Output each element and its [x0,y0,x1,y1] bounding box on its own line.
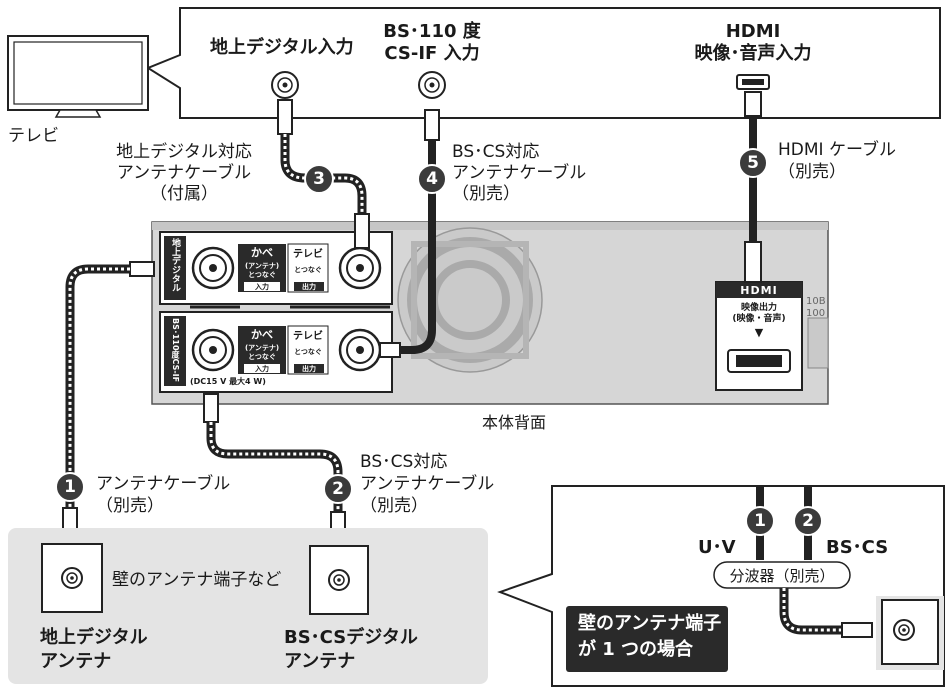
cable-1-label-2: （別売） [96,496,164,516]
recorder-wall-title-1: かべ [251,246,273,259]
cable-3-label-2: アンテナケーブル [116,163,252,183]
cable-5-label-2: （別売） [778,162,846,182]
cable-1-number: 1 [55,472,85,502]
tv-bs-input-label-1: BS･110 度 [383,21,481,42]
recorder-wall-title-2: かべ [251,328,273,341]
cable-5-label-1: HDMI ケーブル [778,140,896,160]
recorder-hdmi-out-label-1: 映像出力 [740,303,777,313]
tv-hdmi-input-label-2: 映像･音声入力 [694,43,812,64]
inset-splitter-cable [779,588,873,638]
recorder-tv-tag-2: 出力 [302,365,316,373]
inset-uv-label: U･V [698,537,736,558]
recorder-wall-sub2-2: とつなぐ [248,353,276,361]
cable-2-label-1: BS･CS対応 [360,452,448,472]
inset-wall-outlet [876,596,944,670]
wall-outlet-note: 壁のアンテナ端子など [112,570,282,590]
tv-label: テレビ [8,126,59,146]
inset-note-line-2: が 1 つの場合 [578,639,694,660]
cable-4-label-3: （別売） [452,184,520,204]
cable-3-number: 3 [304,164,334,194]
cable-2-label-2: アンテナケーブル [360,474,495,494]
cable-2-label-3: （別売） [360,496,428,516]
tv-icon [7,35,149,118]
recorder-wall-sub2-1: とつなぐ [248,271,276,279]
recorder-side-text-2: 100 [806,308,826,319]
recorder-hdmi-arrow: ▼ [754,326,764,339]
inset-note-line-1: 壁のアンテナ端子 [578,613,722,634]
recorder-power-note: (DC15 V 最大4 W) [190,377,266,386]
wall-bs-label-1: BS･CSデジタル [284,627,418,648]
recorder-wall-sub1-2: (アンテナ) [244,344,280,352]
tv-hdmi-jack [736,74,770,90]
recorder-wall-tag-1: 入力 [255,283,269,291]
splitter-label: 分波器（別売） [729,567,835,585]
cable-2 [203,393,346,549]
inset-cable-1-number: 1 [745,506,775,536]
recorder-back-label: 本体背面 [482,413,547,432]
recorder-hdmi-out-label-2: (映像・音声) [732,314,786,324]
tv-terrestrial-input-label: 地上デジタル入力 [210,37,354,58]
cable-2-number: 2 [323,474,353,504]
recorder-bs-side-label: BS･110度CS-IF [171,318,180,383]
recorder-tv-sub-1: とつなぐ [294,266,322,274]
inset-cable-2-number: 2 [793,506,823,536]
tv-terrestrial-jack [271,71,299,99]
cable-5 [744,91,762,283]
recorder-tv-title-2: テレビ [293,331,323,342]
cable-4-label-2: アンテナケーブル [452,163,587,183]
recorder-tv-tag-1: 出力 [302,283,316,291]
recorder-tv-title-1: テレビ [293,249,323,260]
inset-bscs-label: BS･CS [826,537,889,558]
recorder-side-text-1: 10B [806,296,826,307]
cable-4 [379,109,440,358]
wall-terrestrial-outlet [41,543,103,613]
cable-5-number: 5 [738,148,768,178]
recorder-wall-tag-2: 入力 [255,365,269,373]
cable-3-label-1: 地上デジタル対応 [116,142,252,162]
recorder-terrestrial-side-label: 地上デジタル [170,238,180,292]
wall-bs-label-2: アンテナ [284,651,356,672]
recorder-wall-sub1-1: (アンテナ) [244,262,280,270]
recorder-hdmi-logo: HDMI [740,284,778,297]
wall-bs-outlet [309,545,369,615]
tv-callout-box [145,7,941,119]
cable-1-label-1: アンテナケーブル [96,474,231,494]
tv-bs-cs-jack [418,71,446,99]
tv-hdmi-input-label-1: HDMI [725,21,781,42]
wall-terrestrial-label-2: アンテナ [40,651,112,672]
cable-3-label-3: （付属） [150,184,218,204]
wall-terrestrial-label-1: 地上デジタル [40,627,148,648]
cable-4-number: 4 [417,164,447,194]
inset-note-box [566,606,728,672]
cable-4-label-1: BS･CS対応 [452,142,540,162]
recorder-tv-sub-2: とつなぐ [294,348,322,356]
tv-bs-input-label-2: CS-IF 入力 [384,43,480,64]
